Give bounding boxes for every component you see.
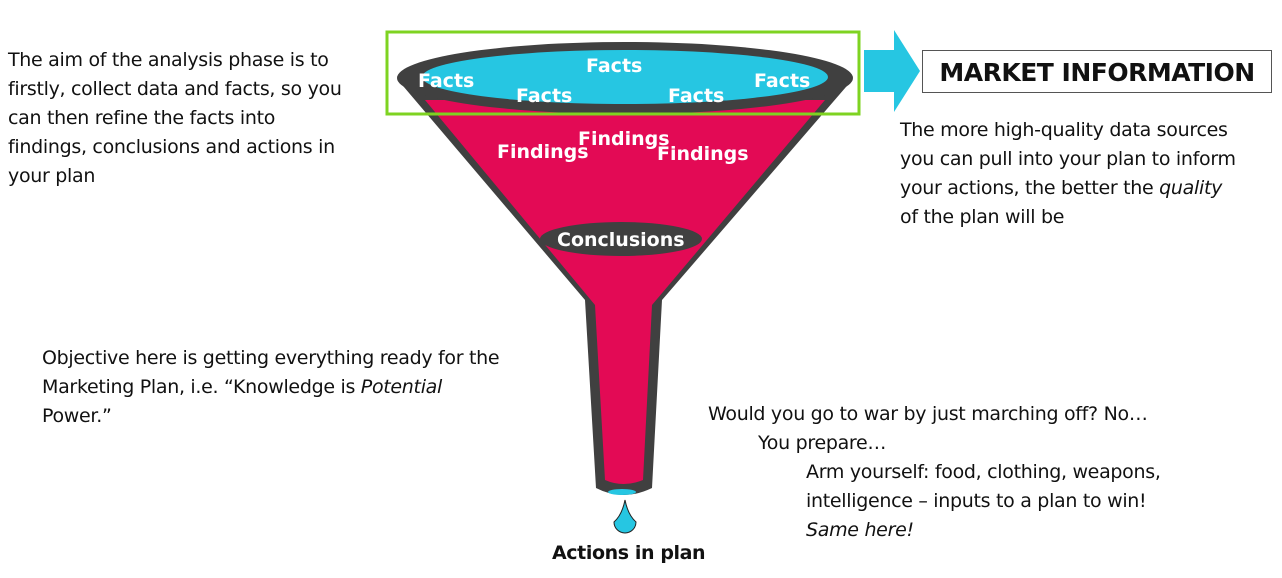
war-text: Would you go to war by just marching off… xyxy=(708,400,1161,545)
intro-line: your plan xyxy=(8,165,96,187)
intro-line: findings, conclusions and actions in xyxy=(8,136,335,158)
droplet-icon xyxy=(613,499,637,534)
quality-line: The more high-quality data sources xyxy=(900,119,1228,141)
findings-label: Findings xyxy=(497,141,589,163)
war-line: You prepare… xyxy=(758,432,887,454)
facts-label: Facts xyxy=(418,70,474,92)
tube-outlet xyxy=(608,489,636,495)
intro-line: can then refine the facts into xyxy=(8,107,276,129)
intro-line: The aim of the analysis phase is to xyxy=(8,49,329,71)
conclusions-band xyxy=(540,222,702,256)
quality-line: your actions, the better the quality xyxy=(900,174,1236,203)
arrow-right-icon xyxy=(864,30,920,112)
war-emphasis: Same here! xyxy=(806,519,914,541)
actions-in-plan-label: Actions in plan xyxy=(552,542,706,564)
objective-line: Marketing Plan, i.e. “Knowledge is Poten… xyxy=(42,373,499,402)
facts-pool xyxy=(422,50,828,104)
findings-label: Findings xyxy=(657,143,749,165)
facts-label: Facts xyxy=(668,85,724,107)
intro-line: firstly, collect data and facts, so you xyxy=(8,78,342,100)
facts-label: Facts xyxy=(516,85,572,107)
quality-line: you can pull into your plan to inform xyxy=(900,148,1236,170)
war-line: intelligence – inputs to a plan to win! xyxy=(806,490,1147,512)
funnel-fill xyxy=(425,100,825,484)
conclusions-label: Conclusions xyxy=(557,229,685,251)
war-line: Would you go to war by just marching off… xyxy=(708,403,1148,425)
quality-emphasis: quality xyxy=(1159,177,1223,199)
facts-label: Facts xyxy=(586,55,642,77)
objective-text-part: Marketing Plan, i.e. “Knowledge is xyxy=(42,376,361,398)
quality-text-part: your actions, the better the xyxy=(900,177,1160,199)
intro-text: The aim of the analysis phase is to firs… xyxy=(8,46,342,191)
quality-text: The more high-quality data sources you c… xyxy=(900,116,1236,232)
market-information-box: MARKET INFORMATION xyxy=(922,50,1272,93)
facts-label: Facts xyxy=(754,70,810,92)
findings-label: Findings xyxy=(578,128,670,150)
facts-highlight-box xyxy=(385,30,861,116)
objective-line: Objective here is getting everything rea… xyxy=(42,347,500,369)
objective-text: Objective here is getting everything rea… xyxy=(42,344,500,431)
objective-line: Power.” xyxy=(42,405,112,427)
quality-line: of the plan will be xyxy=(900,206,1065,228)
objective-emphasis: Potential xyxy=(360,376,443,398)
war-line: Arm yourself: food, clothing, weapons, xyxy=(806,461,1161,483)
